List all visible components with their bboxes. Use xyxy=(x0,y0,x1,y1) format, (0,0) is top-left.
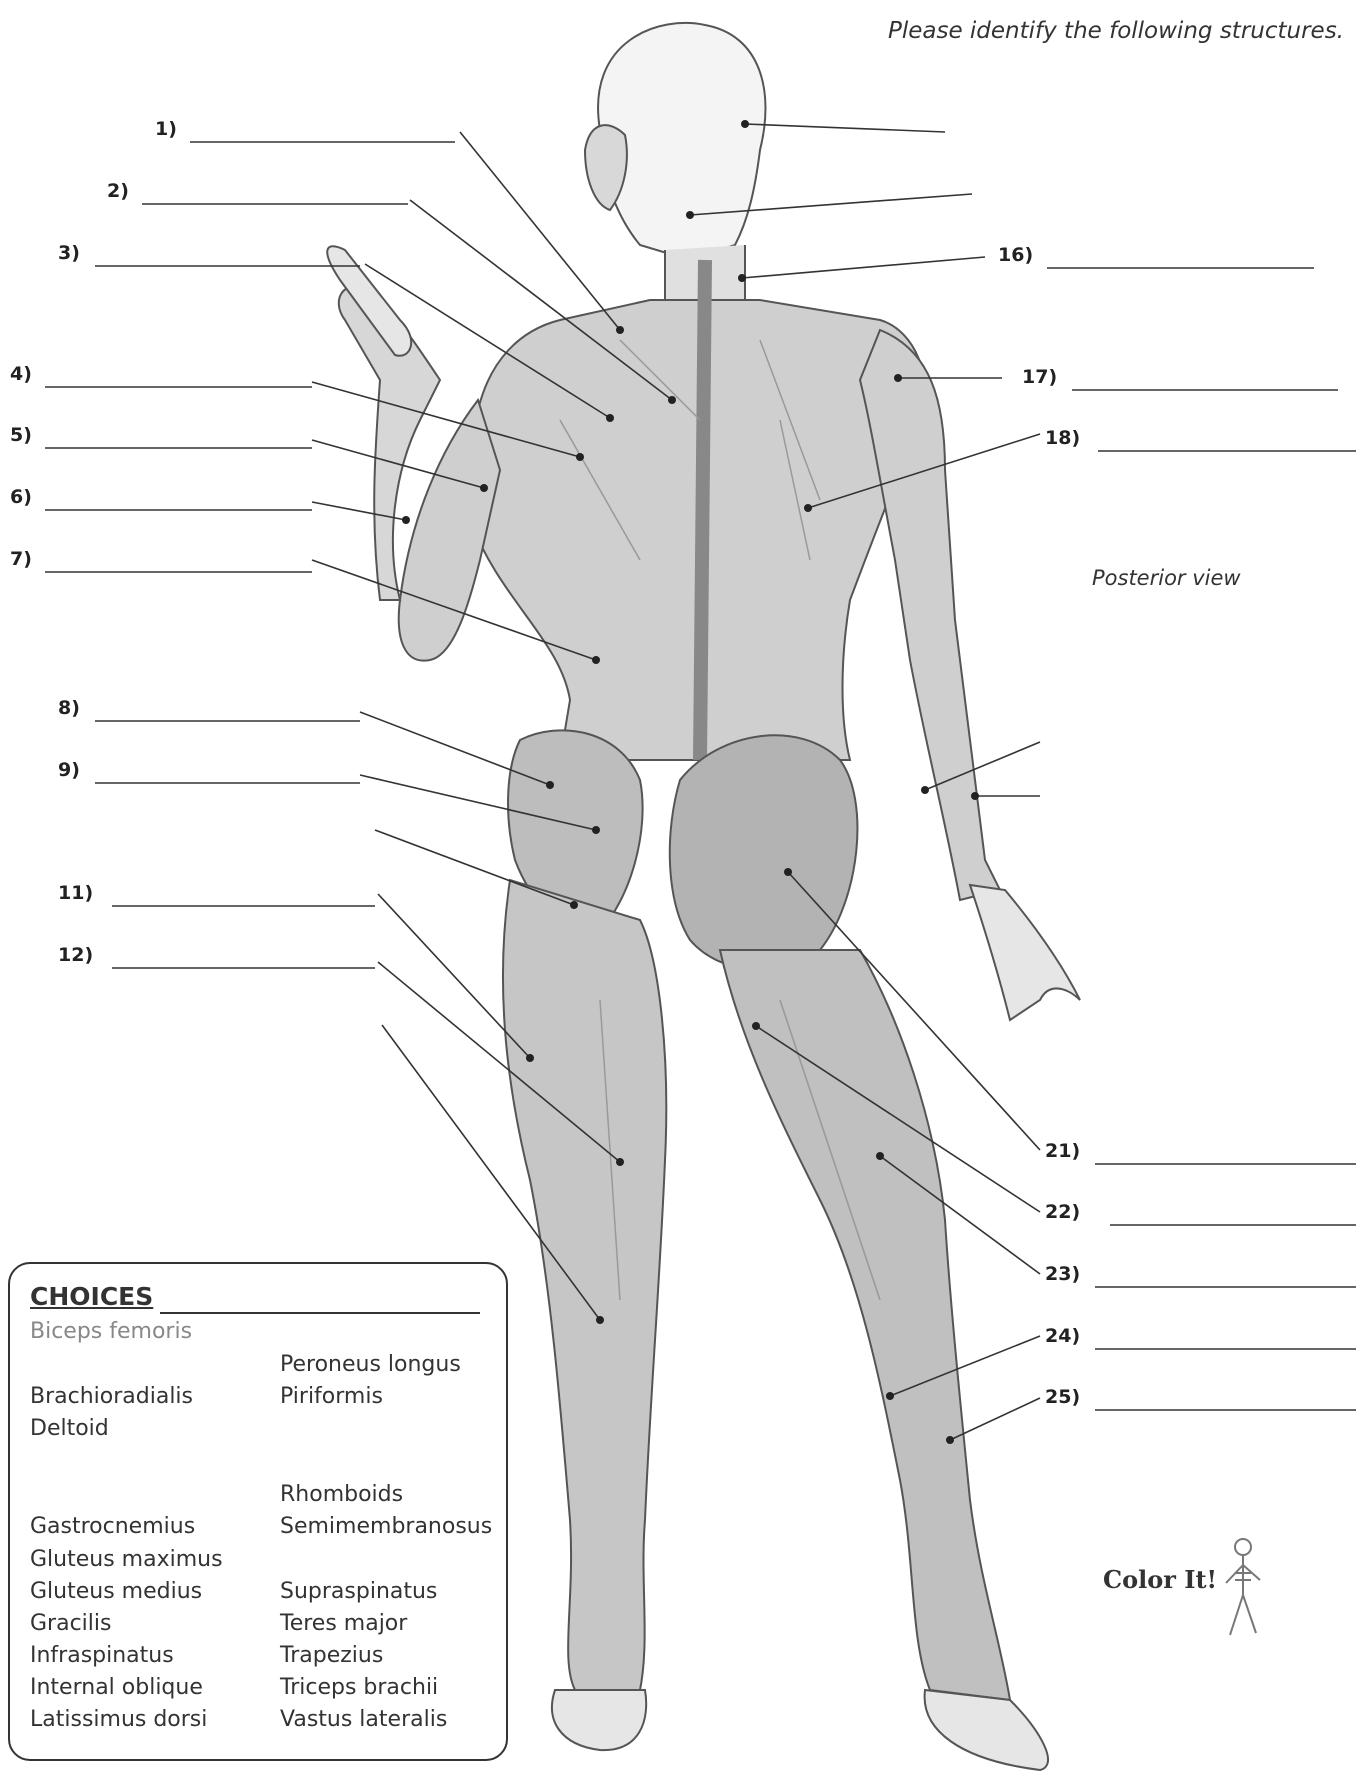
choice-item: Internal oblique xyxy=(30,1675,203,1700)
pointer-dot xyxy=(592,656,600,664)
pointer-dot xyxy=(752,1022,760,1030)
label-9: 9) xyxy=(58,759,80,781)
choice-item: Rhomboids xyxy=(280,1482,403,1507)
label-25: 25) xyxy=(1045,1386,1080,1408)
pointer-dot xyxy=(971,792,979,800)
pointer-dot xyxy=(946,1436,954,1444)
label-12: 12) xyxy=(58,944,93,966)
label-11: 11) xyxy=(58,882,93,904)
choice-item: Piriformis xyxy=(280,1384,383,1409)
pointer-dot xyxy=(921,786,929,794)
leader-25 xyxy=(950,1398,1040,1440)
left-leg-outline xyxy=(503,880,666,1690)
label-18: 18) xyxy=(1045,427,1080,449)
label-7: 7) xyxy=(10,548,32,570)
right-foot xyxy=(925,1690,1048,1770)
label-5: 5) xyxy=(10,424,32,446)
choices-title-rule xyxy=(160,1312,480,1314)
label-24: 24) xyxy=(1045,1325,1080,1347)
choice-item: Latissimus dorsi xyxy=(30,1707,207,1732)
label-23: 23) xyxy=(1045,1263,1080,1285)
pointer-dot xyxy=(894,374,902,382)
choice-item: Vastus lateralis xyxy=(280,1707,447,1732)
choice-item: Deltoid xyxy=(30,1416,109,1441)
left-foot xyxy=(552,1690,646,1750)
choice-item: Trapezius xyxy=(280,1643,383,1668)
pointer-dot xyxy=(402,516,410,524)
spine xyxy=(700,260,705,760)
pointer-dot xyxy=(616,1158,624,1166)
pointer-dot xyxy=(596,1316,604,1324)
label-16: 16) xyxy=(998,244,1033,266)
choice-item: Gluteus medius xyxy=(30,1579,202,1604)
label-2: 2) xyxy=(107,180,129,202)
pointer-dot xyxy=(546,781,554,789)
right-gluteal xyxy=(670,735,858,969)
label-17: 17) xyxy=(1022,366,1057,388)
label-21: 21) xyxy=(1045,1140,1080,1162)
label-6: 6) xyxy=(10,486,32,508)
choice-item: Gracilis xyxy=(30,1611,111,1636)
right-leg-outline xyxy=(720,950,1010,1700)
choice-item: Brachioradialis xyxy=(30,1384,193,1409)
label-22: 22) xyxy=(1045,1201,1080,1223)
choice-item: Teres major xyxy=(280,1611,407,1636)
pointer-dot xyxy=(592,826,600,834)
pointer-dot xyxy=(606,414,614,422)
pointer-dot xyxy=(784,868,792,876)
leader-16 xyxy=(742,257,985,278)
pointer-dot xyxy=(804,504,812,512)
right-hand-outline xyxy=(970,885,1080,1020)
label-4: 4) xyxy=(10,363,32,385)
choice-item: Gluteus maximus xyxy=(30,1547,223,1572)
pointer-dot xyxy=(668,396,676,404)
label-1: 1) xyxy=(155,118,177,140)
choice-item: Triceps brachii xyxy=(280,1675,438,1700)
pointer-dot xyxy=(616,326,624,334)
skeleton-icon xyxy=(1218,1535,1268,1645)
label-3: 3) xyxy=(58,242,80,264)
label-8: 8) xyxy=(58,697,80,719)
pointer-dot xyxy=(886,1392,894,1400)
choice-item: Supraspinatus xyxy=(280,1579,437,1604)
choice-item: Biceps femoris xyxy=(30,1319,192,1344)
pointer-dot xyxy=(686,211,694,219)
leader-14 xyxy=(745,124,945,132)
color-it-text: Color It! xyxy=(1103,1565,1217,1594)
pointer-dot xyxy=(576,453,584,461)
choice-item: Peroneus longus xyxy=(280,1352,461,1377)
choices-box: CHOICES Biceps femoris Peroneus longus B… xyxy=(8,1262,508,1761)
choice-item: Semimembranosus xyxy=(280,1514,492,1539)
pointer-dot xyxy=(526,1054,534,1062)
pointer-dot xyxy=(480,484,488,492)
choice-item: Gastrocnemius xyxy=(30,1514,195,1539)
choices-title: CHOICES xyxy=(30,1282,153,1311)
choice-item: Infraspinatus xyxy=(30,1643,174,1668)
pointer-dot xyxy=(741,120,749,128)
right-arm-outline xyxy=(860,330,1000,900)
pointer-dot xyxy=(570,901,578,909)
pointer-dot xyxy=(738,274,746,282)
pointer-dot xyxy=(876,1152,884,1160)
